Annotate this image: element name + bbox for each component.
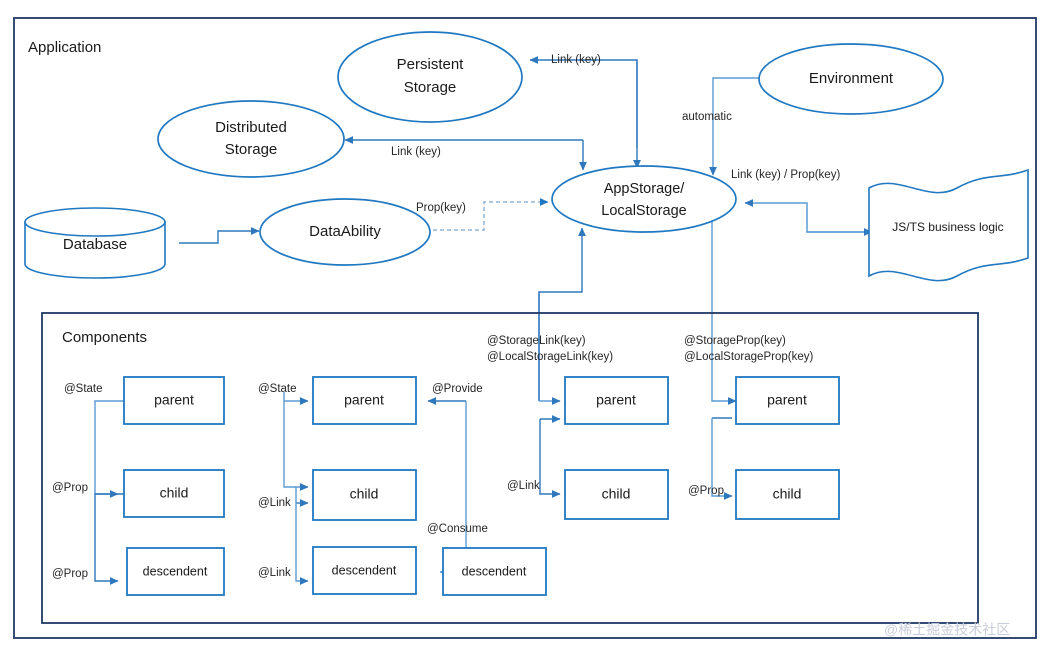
node-dataability-label: DataAbility	[309, 223, 381, 240]
watermark-text: @稀土掘金技术社区	[884, 622, 1010, 638]
label-c1-state: @State	[64, 383, 103, 395]
node-appstorage-label-2: LocalStorage	[601, 203, 686, 219]
label-c4-prop: @Prop	[688, 485, 724, 497]
edge-c3-parent-to-child	[539, 419, 561, 498]
box-c2b-descendent-label: descendent	[462, 564, 527, 578]
edge-c2-link-to-child-a	[283, 401, 309, 491]
node-appstorage-label-1: AppStorage/	[604, 181, 686, 197]
edge-label-distributed-link: Link (key)	[391, 146, 441, 158]
edge-c2-link-to-descendent	[295, 487, 309, 585]
node-business-logic[interactable]	[868, 168, 1029, 282]
node-distributed-storage-label-2: Storage	[225, 141, 278, 158]
label-provide: @Provide	[432, 383, 483, 395]
edge-dataability-to-appstorage	[419, 198, 549, 231]
label-storageprop-line1: @StorageProp(key)	[684, 335, 786, 347]
label-storagelink-line1: @StorageLink(key)	[487, 335, 586, 347]
box-c2b-descendent[interactable]	[442, 547, 547, 596]
box-c2-descendent[interactable]	[312, 546, 417, 595]
box-c2-child-label: child	[350, 486, 379, 502]
box-c3-child[interactable]	[564, 469, 669, 520]
edge-c1-child-to-descendent	[94, 493, 124, 585]
components-frame-label: Components	[62, 329, 147, 346]
label-c2-link-b: @Link	[258, 567, 291, 579]
label-c2-state: @State	[258, 383, 297, 395]
label-c1-prop-a: @Prop	[52, 482, 88, 494]
box-c4-parent[interactable]	[735, 376, 840, 425]
application-frame-label: Application	[28, 39, 101, 56]
components-frame	[41, 312, 979, 624]
node-environment-label: Environment	[809, 70, 894, 87]
node-persistent-storage-label-1: Persistent	[397, 56, 465, 73]
box-c1-descendent-label: descendent	[143, 564, 208, 578]
box-c3-child-label: child	[602, 486, 631, 502]
node-persistent-storage-label-2: Storage	[404, 79, 457, 96]
label-storageprop-line2: @LocalStorageProp(key)	[684, 351, 813, 363]
node-persistent-storage[interactable]	[337, 31, 523, 123]
box-c2-descendent-label: descendent	[332, 563, 397, 577]
edge-c4-parent-to-child	[711, 418, 733, 500]
label-storagelink-line2: @LocalStorageLink(key)	[487, 351, 613, 363]
box-c1-child[interactable]	[123, 469, 225, 518]
label-c2-link-a: @Link	[258, 497, 291, 509]
box-c1-descendent[interactable]	[126, 547, 225, 596]
node-database[interactable]	[24, 207, 166, 279]
node-database-label: Database	[63, 236, 127, 253]
node-environment[interactable]	[758, 43, 944, 115]
box-c4-child-label: child	[773, 486, 802, 502]
box-c2-child[interactable]	[312, 469, 417, 521]
node-distributed-storage-label-1: Distributed	[215, 119, 287, 136]
box-c3-parent-label: parent	[596, 392, 636, 408]
box-c4-child[interactable]	[735, 469, 840, 520]
label-c1-prop-b: @Prop	[52, 568, 88, 580]
edge-database-to-dataability	[179, 227, 260, 244]
label-consume: @Consume	[427, 523, 488, 535]
box-c1-parent[interactable]	[123, 376, 225, 425]
edge-label-link-prop-key: Link (key) / Prop(key)	[731, 169, 840, 181]
node-dataability[interactable]	[259, 198, 431, 266]
box-c4-parent-label: parent	[767, 392, 807, 408]
box-c1-child-label: child	[160, 485, 189, 501]
edge-appstorage-to-storageprop-parent	[711, 212, 737, 405]
edge-label-automatic: automatic	[682, 111, 732, 123]
node-appstorage[interactable]	[551, 165, 737, 233]
node-distributed-storage[interactable]	[157, 100, 345, 178]
box-c2-parent-label: parent	[344, 392, 384, 408]
node-business-logic-label: JS/TS business logic	[892, 220, 1003, 234]
edge-environment-to-appstorage	[709, 77, 761, 176]
edge-label-persistent-link: Link (key)	[551, 54, 601, 66]
edge-label-prop-key: Prop(key)	[416, 202, 466, 214]
box-c1-parent-label: parent	[154, 392, 194, 408]
box-c3-parent[interactable]	[564, 376, 669, 425]
label-c3-link: @Link	[507, 480, 540, 492]
box-c2-parent[interactable]	[312, 376, 417, 425]
